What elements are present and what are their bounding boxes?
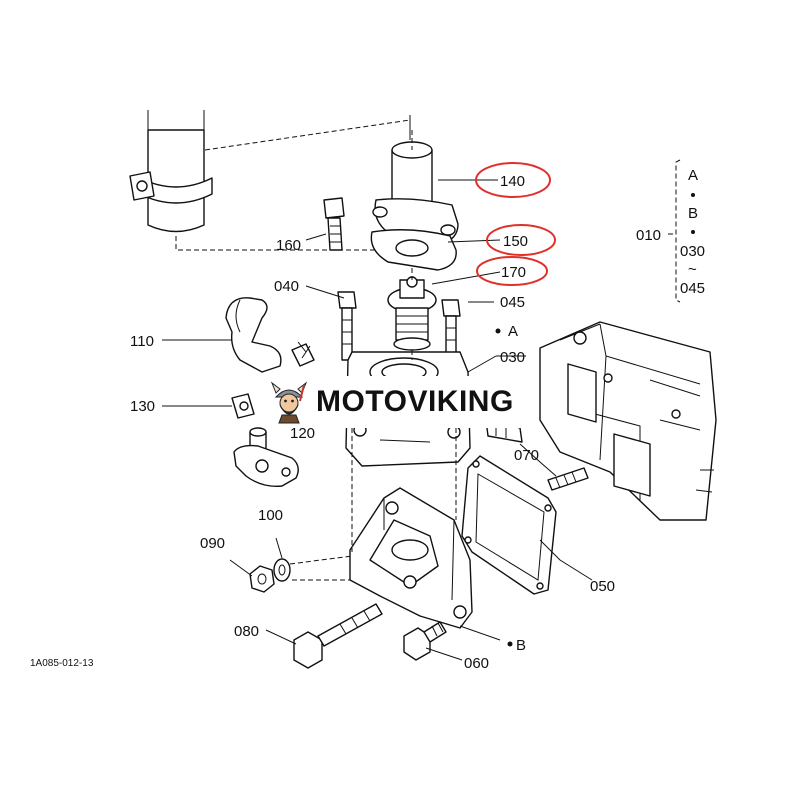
- bolt-080: [293, 603, 383, 669]
- water-flange-140: [372, 141, 459, 245]
- bypass-hose-110: [225, 297, 315, 373]
- pipe-120: [233, 427, 299, 487]
- gasket-150: [370, 229, 457, 271]
- label-120: 120: [290, 425, 315, 442]
- label-090: 090: [200, 535, 225, 552]
- ref-a-mark: A: [508, 323, 518, 340]
- clamp-130: [226, 393, 255, 419]
- bracket-label-010: 010: [636, 227, 661, 244]
- label-070: 070: [514, 447, 539, 464]
- label-040: 040: [274, 278, 299, 295]
- label-050: 050: [590, 578, 615, 595]
- bracket-ref-b: B: [688, 205, 698, 222]
- bracket-ref-a: A: [688, 167, 698, 184]
- drawing-code: 1A085-012-13: [30, 658, 94, 669]
- thermostat-170: [387, 276, 437, 351]
- nut-090: [249, 565, 275, 593]
- label-160: 160: [276, 237, 301, 254]
- bracket-tilde: ~: [688, 261, 697, 278]
- bolt-060: [403, 621, 447, 661]
- label-140: 140: [500, 173, 525, 190]
- stud-070: [547, 467, 589, 491]
- upper-hose: [129, 110, 213, 233]
- highlight-170: [476, 256, 548, 286]
- label-100: 100: [258, 507, 283, 524]
- label-030: 030: [500, 349, 525, 366]
- label-170: 170: [501, 264, 526, 281]
- viking-mascot-icon: [270, 381, 308, 424]
- pump-body: [349, 487, 473, 629]
- brand-name: MOTOVIKING: [316, 385, 514, 418]
- label-130: 130: [130, 398, 155, 415]
- label-080: 080: [234, 623, 259, 640]
- washer-100: [273, 558, 291, 582]
- highlight-150: [486, 224, 556, 256]
- range-bracket-010: 010 A B 030 ~ 045: [636, 159, 705, 303]
- bracket-first: 030: [680, 243, 705, 260]
- watermark-banner: MOTOVIKING: [262, 376, 538, 428]
- bolt-160: [323, 197, 345, 251]
- leader-lines: [162, 179, 593, 661]
- engine-block: [539, 321, 717, 521]
- label-045: 045: [500, 294, 525, 311]
- ref-b-mark: B: [516, 637, 526, 654]
- bolt-040: [337, 291, 357, 361]
- label-060: 060: [464, 655, 489, 672]
- label-110: 110: [130, 333, 154, 350]
- label-150: 150: [503, 233, 528, 250]
- gasket-050: [461, 455, 557, 595]
- bracket-last: 045: [680, 280, 705, 297]
- highlight-140: [475, 162, 551, 198]
